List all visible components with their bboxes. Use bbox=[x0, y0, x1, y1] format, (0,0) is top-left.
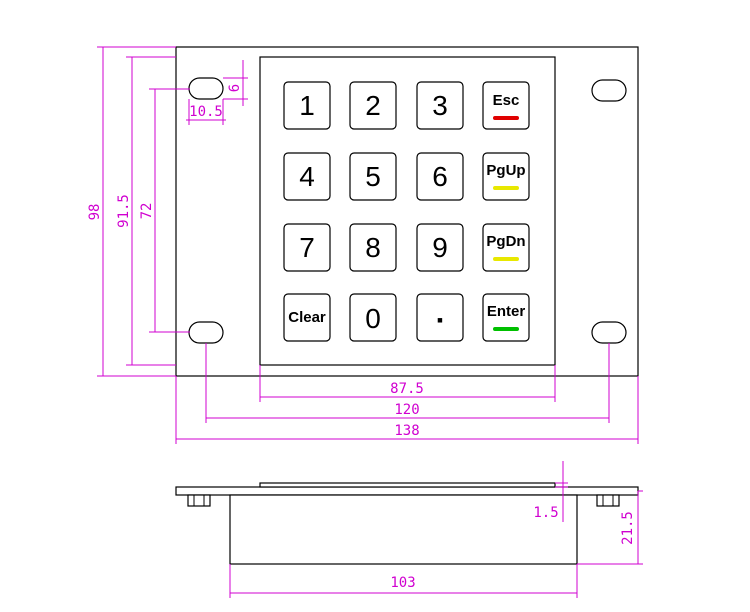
dim-hole-y-inner: 72 bbox=[139, 203, 155, 220]
dim-width-total: 138 bbox=[394, 423, 419, 439]
mounting-slot-top-left bbox=[188, 77, 224, 100]
side-plate bbox=[175, 486, 639, 496]
key-esc-indicator bbox=[493, 116, 519, 120]
key-2-label: 2 bbox=[365, 90, 381, 121]
key-0-label: 0 bbox=[365, 303, 381, 334]
key-7[interactable]: 7 bbox=[283, 223, 331, 272]
key-pgdn-label: PgDn bbox=[486, 233, 525, 250]
dim-plate-thickness: 1.5 bbox=[533, 505, 558, 521]
key-8-label: 8 bbox=[365, 232, 381, 263]
side-stud-left bbox=[187, 494, 211, 507]
key-0[interactable]: 0 bbox=[349, 293, 397, 342]
side-dimensions: 1.5 21.5 103 bbox=[229, 461, 643, 598]
key-pgup-label: PgUp bbox=[486, 162, 525, 179]
side-body bbox=[229, 494, 578, 565]
key-9[interactable]: 9 bbox=[416, 223, 464, 272]
key-dot[interactable]: ▪ bbox=[416, 293, 464, 342]
dim-slot-width: 10.5 bbox=[189, 104, 223, 120]
dim-keypad-width: 87.5 bbox=[390, 381, 424, 397]
key-1[interactable]: 1 bbox=[283, 81, 331, 130]
side-stud-right bbox=[596, 494, 620, 507]
dim-hole-y-outer: 91.5 bbox=[116, 194, 132, 228]
dim-hole-x-spacing: 120 bbox=[394, 402, 419, 418]
key-enter[interactable]: Enter bbox=[482, 293, 530, 342]
key-clear[interactable]: Clear bbox=[283, 293, 331, 342]
key-6[interactable]: 6 bbox=[416, 152, 464, 201]
key-pgup-indicator bbox=[493, 186, 519, 190]
key-3[interactable]: 3 bbox=[416, 81, 464, 130]
dim-depth: 21.5 bbox=[620, 511, 636, 545]
mounting-slot-bottom-left bbox=[188, 321, 224, 344]
key-dot-label: ▪ bbox=[437, 310, 443, 330]
key-enter-label: Enter bbox=[487, 303, 526, 320]
key-4-label: 4 bbox=[299, 161, 315, 192]
front-dimensions: 98 91.5 72 6 10.5 87.5 120 bbox=[87, 46, 639, 444]
key-2[interactable]: 2 bbox=[349, 81, 397, 130]
key-clear-label: Clear bbox=[288, 309, 326, 326]
side-view bbox=[175, 482, 639, 565]
key-esc-label: Esc bbox=[493, 92, 520, 109]
key-6-label: 6 bbox=[432, 161, 448, 192]
key-4[interactable]: 4 bbox=[283, 152, 331, 201]
key-1-label: 1 bbox=[299, 90, 315, 121]
dim-height-total: 98 bbox=[87, 204, 103, 221]
dim-slot-height: 6 bbox=[227, 84, 243, 92]
key-pgdn[interactable]: PgDn bbox=[482, 223, 530, 272]
key-pgup[interactable]: PgUp bbox=[482, 152, 530, 201]
key-enter-indicator bbox=[493, 327, 519, 331]
key-9-label: 9 bbox=[432, 232, 448, 263]
mounting-slot-top-right bbox=[591, 79, 627, 102]
mounting-slot-bottom-right bbox=[591, 321, 627, 344]
key-esc[interactable]: Esc bbox=[482, 81, 530, 130]
key-pgdn-indicator bbox=[493, 257, 519, 261]
key-7-label: 7 bbox=[299, 232, 315, 263]
key-3-label: 3 bbox=[432, 90, 448, 121]
dim-body-width: 103 bbox=[390, 575, 415, 591]
key-5[interactable]: 5 bbox=[349, 152, 397, 201]
key-5-label: 5 bbox=[365, 161, 381, 192]
side-keypad-top bbox=[259, 482, 556, 488]
front-view: 1 2 3 Esc 4 5 6 PgUp bbox=[175, 46, 639, 377]
key-8[interactable]: 8 bbox=[349, 223, 397, 272]
